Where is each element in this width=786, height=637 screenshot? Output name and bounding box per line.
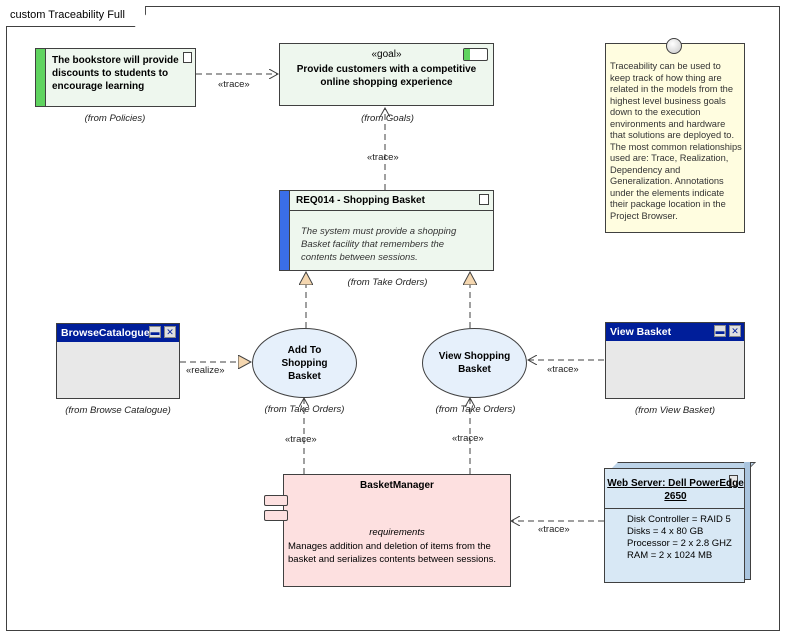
- minimize-icon[interactable]: ▬: [714, 325, 726, 337]
- browse-catalogue-header: BrowseCatalogue ▬ ✕: [57, 324, 179, 342]
- browse-catalogue-box[interactable]: BrowseCatalogue ▬ ✕: [56, 323, 180, 399]
- trace-label-policy-goal: «trace»: [218, 79, 250, 90]
- usecase-add-from: (from Take Orders): [264, 404, 345, 415]
- web-server-node[interactable]: Web Server: Dell PowerEdge 2650 Disk Con…: [604, 468, 745, 583]
- usecase-view-from: (from Take Orders): [435, 404, 516, 415]
- trace-label-viewbasket: «trace»: [547, 364, 579, 375]
- node-side-face: [744, 462, 751, 580]
- browse-catalogue-from: (from Browse Catalogue): [65, 405, 171, 416]
- requirement-divider: [289, 210, 494, 211]
- goal-text: Provide customers with a competitive onl…: [296, 64, 477, 88]
- requirement-title: REQ014 - Shopping Basket: [296, 195, 425, 206]
- basket-manager-component[interactable]: BasketManager requirements Manages addit…: [283, 474, 511, 587]
- frame-title: custom Traceability Full: [6, 6, 146, 27]
- close-icon[interactable]: ✕: [729, 325, 741, 337]
- requirement-from: (from Take Orders): [347, 277, 428, 288]
- node-prop: Processor = 2 x 2.8 GHZ: [627, 538, 732, 549]
- minimize-icon[interactable]: ▬: [149, 326, 161, 338]
- view-basket-from: (from View Basket): [634, 405, 716, 416]
- usecase-add-label: Add To Shopping Basket: [281, 344, 328, 382]
- pin-icon: [666, 38, 682, 54]
- requirement-stripe: [280, 191, 290, 270]
- view-basket-title: View Basket: [610, 326, 672, 338]
- trace-label-node-component: «trace»: [538, 524, 570, 535]
- policy-box[interactable]: The bookstore will provide discounts to …: [35, 48, 196, 107]
- view-basket-box[interactable]: View Basket ▬ ✕: [605, 322, 745, 399]
- note-text: Traceability can be used to keep track o…: [610, 61, 742, 221]
- component-port-icon: [264, 495, 288, 506]
- component-title: BasketManager: [360, 480, 434, 491]
- requirement-corner-icon: [479, 194, 489, 205]
- policy-text: The bookstore will provide discounts to …: [52, 55, 179, 92]
- policy-from: (from Policies): [84, 113, 146, 124]
- view-basket-header: View Basket ▬ ✕: [606, 323, 744, 341]
- component-port-icon: [264, 510, 288, 521]
- component-section: requirements: [369, 527, 425, 538]
- realize-label: «realize»: [186, 365, 225, 376]
- node-divider: [605, 508, 744, 509]
- browse-catalogue-title: BrowseCatalogue: [61, 327, 150, 339]
- trace-label-req-goal: «trace»: [367, 152, 399, 163]
- policy-stripe: [36, 49, 46, 106]
- trace-label-component-add: «trace»: [285, 434, 317, 445]
- toggle-icon: [463, 48, 488, 61]
- node-props: Disk Controller = RAID 5 Disks = 4 x 80 …: [627, 514, 732, 562]
- requirement-text: The system must provide a shopping Baske…: [301, 226, 457, 263]
- node-prop: RAM = 2 x 1024 MB: [627, 550, 713, 561]
- node-icon: [729, 475, 738, 487]
- node-title: Web Server: Dell PowerEdge 2650: [607, 478, 744, 502]
- trace-label-component-view: «trace»: [452, 433, 484, 444]
- requirement-box[interactable]: REQ014 - Shopping Basket The system must…: [279, 190, 494, 271]
- goal-from: (from Goals): [361, 113, 414, 124]
- diagram-frame: [6, 6, 780, 631]
- usecase-view-basket[interactable]: View Shopping Basket: [422, 328, 527, 398]
- component-text: Manages addition and deletion of items f…: [288, 541, 497, 565]
- node-prop: Disks = 4 x 80 GB: [627, 526, 704, 537]
- goal-box[interactable]: «goal» Provide customers with a competit…: [279, 43, 494, 106]
- usecase-view-label: View Shopping Basket: [438, 351, 511, 375]
- note-box[interactable]: Traceability can be used to keep track o…: [605, 43, 745, 233]
- usecase-add-to-basket[interactable]: Add To Shopping Basket: [252, 328, 357, 398]
- goal-stereotype: «goal»: [371, 49, 402, 60]
- close-icon[interactable]: ✕: [164, 326, 176, 338]
- policy-corner-icon: [183, 52, 192, 63]
- node-prop: Disk Controller = RAID 5: [627, 514, 731, 525]
